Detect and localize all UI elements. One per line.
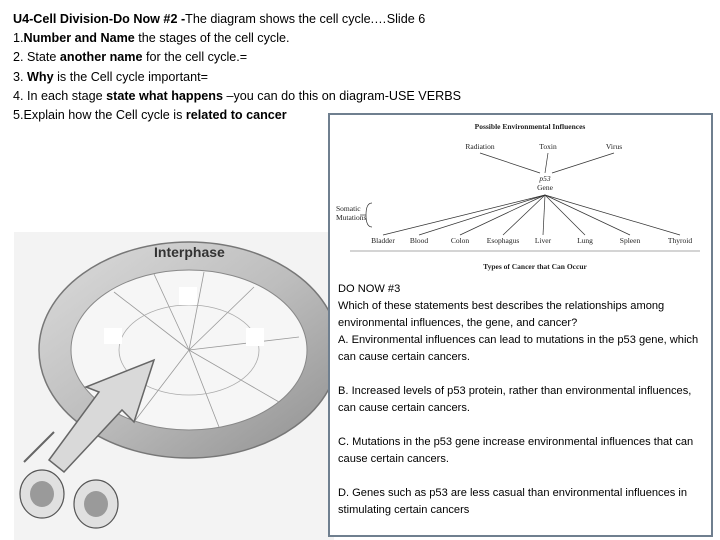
cancer-liver: Liver: [535, 236, 552, 245]
blank-label-box: [104, 328, 122, 344]
gene-label-top: p53: [538, 174, 551, 183]
instruction-line-3: 2. State another name for the cell cycle…: [13, 50, 248, 65]
cancer-colon: Colon: [451, 236, 470, 245]
blank-label-box: [179, 287, 197, 305]
do-now-3: DO NOW #3 Which of these statements best…: [338, 281, 706, 519]
cancer-esophagus: Esophagus: [487, 236, 520, 245]
do-now-heading: DO NOW #3: [338, 283, 401, 295]
cancer-bladder: Bladder: [371, 236, 395, 245]
mutations-label: Mutations: [336, 213, 366, 222]
instruction-line-5: 4. In each stage state what happens –you…: [13, 88, 462, 103]
influence-radiation: Radiation: [465, 142, 494, 151]
option-b: B. Increased levels of p53 protein, rath…: [338, 385, 692, 414]
cancer-thyroid: Thyroid: [668, 236, 692, 245]
influence-lines: [479, 152, 615, 174]
blank-label-box: [246, 328, 264, 346]
instruction-line-4: 3. Why is the Cell cycle important=: [13, 69, 208, 84]
option-d: D. Genes such as p53 are less casual tha…: [338, 487, 688, 516]
cancer-lung: Lung: [577, 236, 593, 245]
option-a: A. Environmental influences can lead to …: [338, 334, 699, 363]
cancer-types-footer: Types of Cancer that Can Occur: [483, 262, 587, 271]
influence-virus: Virus: [606, 142, 622, 151]
influence-toxin: Toxin: [539, 142, 557, 151]
somatic-label: Somatic: [336, 204, 361, 213]
instruction-line-2: 1.Number and Name the stages of the cell…: [13, 31, 290, 46]
p53-figure: Possible Environmental Influences Radiat…: [328, 113, 713, 537]
instructions: U4-Cell Division-Do Now #2 -The diagram …: [13, 10, 518, 125]
gene-label-bottom: Gene: [537, 183, 553, 192]
cell-cycle-diagram: Interphase: [14, 232, 334, 540]
influences-title: Possible Environmental Influences: [475, 122, 586, 131]
cycle-arrow: [47, 358, 156, 474]
interphase-label: Interphase: [154, 244, 225, 260]
instruction-line-1: U4-Cell Division-Do Now #2 -The diagram …: [13, 12, 426, 26]
option-c: C. Mutations in the p53 gene increase en…: [338, 436, 694, 465]
instruction-line-6: 5.Explain how the Cell cycle is related …: [13, 108, 287, 123]
cell-cycle-graphic: Interphase: [19, 241, 334, 529]
do-now-question: Which of these statements best describes…: [338, 300, 665, 329]
p53-diagram: Possible Environmental Influences Radiat…: [336, 122, 700, 271]
mutation-lines: [360, 194, 681, 236]
cancer-spleen: Spleen: [620, 236, 641, 245]
cancer-blood: Blood: [410, 236, 429, 245]
